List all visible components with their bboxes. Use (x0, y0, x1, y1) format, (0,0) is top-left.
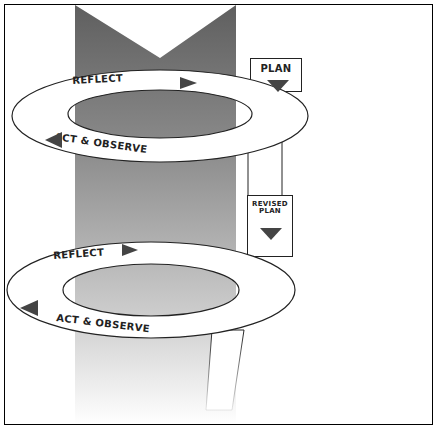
plan-box: REVISED PLAN (247, 195, 293, 257)
direction-arrowhead (180, 77, 197, 89)
plan-label: PLAN (251, 64, 301, 75)
ring-band (7, 242, 295, 338)
ring-outline (10, 68, 310, 164)
cycle-ring: REFLECTACT & OBSERVE (5, 240, 297, 340)
cycle-ring: REFLECTACT & OBSERVE (10, 68, 310, 164)
ring-band (12, 70, 308, 162)
ring-outline (5, 240, 297, 340)
direction-arrowhead (260, 228, 282, 240)
spiral-ribbon-tail (206, 330, 244, 410)
direction-arrowhead (122, 244, 138, 256)
plan-label: REVISED PLAN (248, 201, 292, 216)
direction-arrowhead (20, 300, 38, 316)
frame-border (5, 5, 433, 425)
direction-arrowhead (45, 132, 62, 148)
direction-arrowhead (267, 80, 289, 92)
